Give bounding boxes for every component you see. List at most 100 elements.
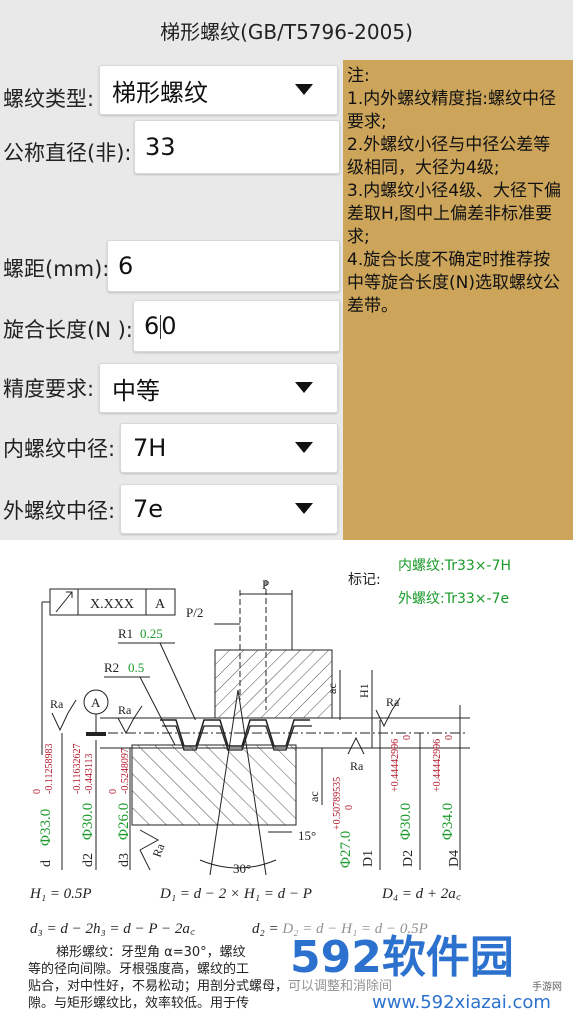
note-item: 1.内外螺纹精度指:螺纹中径要求; [347,89,556,132]
formula-d3: d₃ = d − 2h₃ = d − P − 2a꜀ [30,921,196,937]
dia-d3-dev-lower: -0.5248097 [120,748,131,794]
ra-symbol-mid: Ra [117,703,143,735]
dia-d2-value: Φ30.0 [80,803,96,840]
dia-d-value: Φ33.0 [38,809,54,846]
internal-thread-mark: 内螺纹:Tr33×-7H [398,558,511,574]
dia-d3-dev-upper: 0 [108,789,119,794]
page-title-text: 梯形螺纹(GB/T5796-2005) [160,19,413,44]
svg-text:A: A [91,695,101,710]
note-item: 2.外螺纹小径与中径公差等级相同，大径为4级; [347,135,551,178]
angle-30-label: 30° [233,861,251,876]
thread-drawing-svg: 标记: 内螺纹:Tr33×-7H 外螺纹:Tr33×-7e X.XXX A P … [28,558,573,1020]
description-line: 梯形螺纹：牙型角 α=30°，螺纹 [56,945,246,960]
external-pitch-dia-dropdown[interactable]: 7e [120,484,338,534]
thread-parameter-form: 螺纹类型: 梯形螺纹 公称直径(非): 33 螺距(mm): 6 旋合长度(N … [0,60,343,540]
formula-h1: H₁ = 0.5P [29,886,92,902]
dia-D4-value: Φ34.0 [440,803,456,840]
page-title: 梯形螺纹(GB/T5796-2005) [0,0,573,60]
nominal-diameter-row: 公称直径(非): [3,128,131,176]
thread-type-dropdown[interactable]: 梯形螺纹 [99,65,338,115]
svg-text:Ra: Ra [118,703,132,717]
svg-text:Ra: Ra [350,759,364,773]
pitch-row: 螺距(mm): [3,244,109,292]
pitch-label: 螺距(mm): [3,257,110,281]
dia-D1-name: D1 [361,850,376,867]
external-pitch-dia-label: 外螺纹中径: [3,499,116,523]
notes-panel: 注: 1.内外螺纹精度指:螺纹中径要求; 2.外螺纹小径与中径公差等级相同，大径… [343,60,573,540]
ra-symbol-bottom: Ra [139,829,168,871]
dia-d-name: d [39,860,54,867]
notes-heading: 注: [347,66,370,86]
thread-type-row: 螺纹类型: [3,74,94,122]
dia-d2-dev-lower: -0.443113 [84,754,95,794]
internal-pitch-dia-row: 内螺纹中径: [3,424,115,472]
engagement-length-row: 旋合长度(N ): [3,305,133,353]
r2-label: R2 [104,660,119,675]
pitch-input[interactable]: 6 [107,240,340,292]
dropdown-arrow-icon [295,84,313,95]
precision-label: 精度要求: [3,377,95,401]
engagement-length-label: 旋合长度(N ): [3,318,133,342]
formula-D1: D₁ = d − 2 × H₁ = d − P [159,886,312,902]
dia-D1-value: Φ27.0 [338,831,354,868]
half-pitch-label: P/2 [186,605,203,620]
internal-pitch-dia-label: 内螺纹中径: [3,437,116,461]
external-pitch-dia-row: 外螺纹中径: [3,486,115,534]
watermark: 592软件园 www.592xiazai.com 手游网 [282,916,573,1020]
text-caret [160,315,162,339]
dropdown-arrow-icon [295,442,313,453]
formula-D4: D₄ = d + 2a꜀ [381,886,462,902]
thread-drawing: 标记: 内螺纹:Tr33×-7H 外螺纹:Tr33×-7e X.XXX A P … [0,540,573,1020]
dia-d-dev-lower: -0.11258983 [44,744,55,794]
watermark-brand: 592软件园 [290,932,514,983]
dia-d2-dev-upper: -0.11632627 [72,744,83,794]
pitch-value: 6 [118,252,134,280]
dropdown-arrow-icon [295,503,313,514]
dia-D2-name: D2 [401,850,416,867]
tolerance-datum: A [155,597,166,612]
tolerance-frame: X.XXX A [41,588,176,755]
svg-text:Ra: Ra [386,695,400,709]
angle-15-label: 15° [298,828,316,843]
ra-symbol-bottom-mid: Ra [347,736,365,773]
mark-label: 标记: [348,572,381,588]
nominal-diameter-value: 33 [145,133,176,161]
screw-section [131,744,297,826]
r1-label: R1 [118,626,133,641]
description-line: 等的径向间隙。牙根强度高，螺纹的工 [28,961,249,977]
precision-row: 精度要求: [3,364,94,412]
engagement-length-input[interactable]: 60 [133,300,340,352]
dia-d3-value: Φ26.0 [116,803,132,840]
nut-section [214,649,333,719]
watermark-side-text: 手游网 [532,980,562,993]
ac-label-top: ac [325,683,339,694]
dia-D4-dev-upper: +0.44442996 [432,739,443,792]
engagement-length-value-after: 0 [161,312,177,340]
note-item: 4.旋合长度不确定时推荐按中等旋合长度(N)选取螺纹公差带。 [347,250,560,316]
thread-type-label: 螺纹类型: [3,87,95,111]
ra-symbol-left: Ra [50,697,77,732]
tolerance-value: X.XXX [90,597,134,612]
dia-d2-name: d2 [81,853,96,867]
engagement-length-value-before: 6 [144,312,160,340]
r1-value: 0.25 [140,626,163,641]
note-item: 3.内螺纹小径4级、大径下偏差取H,图中上偏差非标准要求; [347,181,562,247]
precision-dropdown[interactable]: 中等 [99,363,338,413]
internal-pitch-dia-value: 7H [133,434,167,462]
h1-label: H1 [357,683,371,698]
precision-value: 中等 [112,376,160,405]
engagement-length-value: 60 [134,312,177,340]
internal-pitch-dia-dropdown[interactable]: 7H [120,423,338,473]
dia-D4-dev-lower: 0 [444,735,455,740]
r2-value: 0.5 [128,660,144,675]
dia-D1-dev-upper: +0.50789535 [332,777,343,830]
datum-a-circle: A [83,689,109,736]
dia-D2-dev-upper: +0.44442996 [390,739,401,792]
svg-text:Ra: Ra [150,841,168,859]
dia-D4-name: D4 [447,850,462,867]
external-thread-mark: 外螺纹:Tr33×-7e [398,591,509,607]
nominal-diameter-input[interactable]: 33 [134,120,340,174]
svg-text:Ra: Ra [50,697,64,711]
external-pitch-dia-value: 7e [133,495,164,523]
dia-D2-dev-lower: 0 [402,735,413,740]
